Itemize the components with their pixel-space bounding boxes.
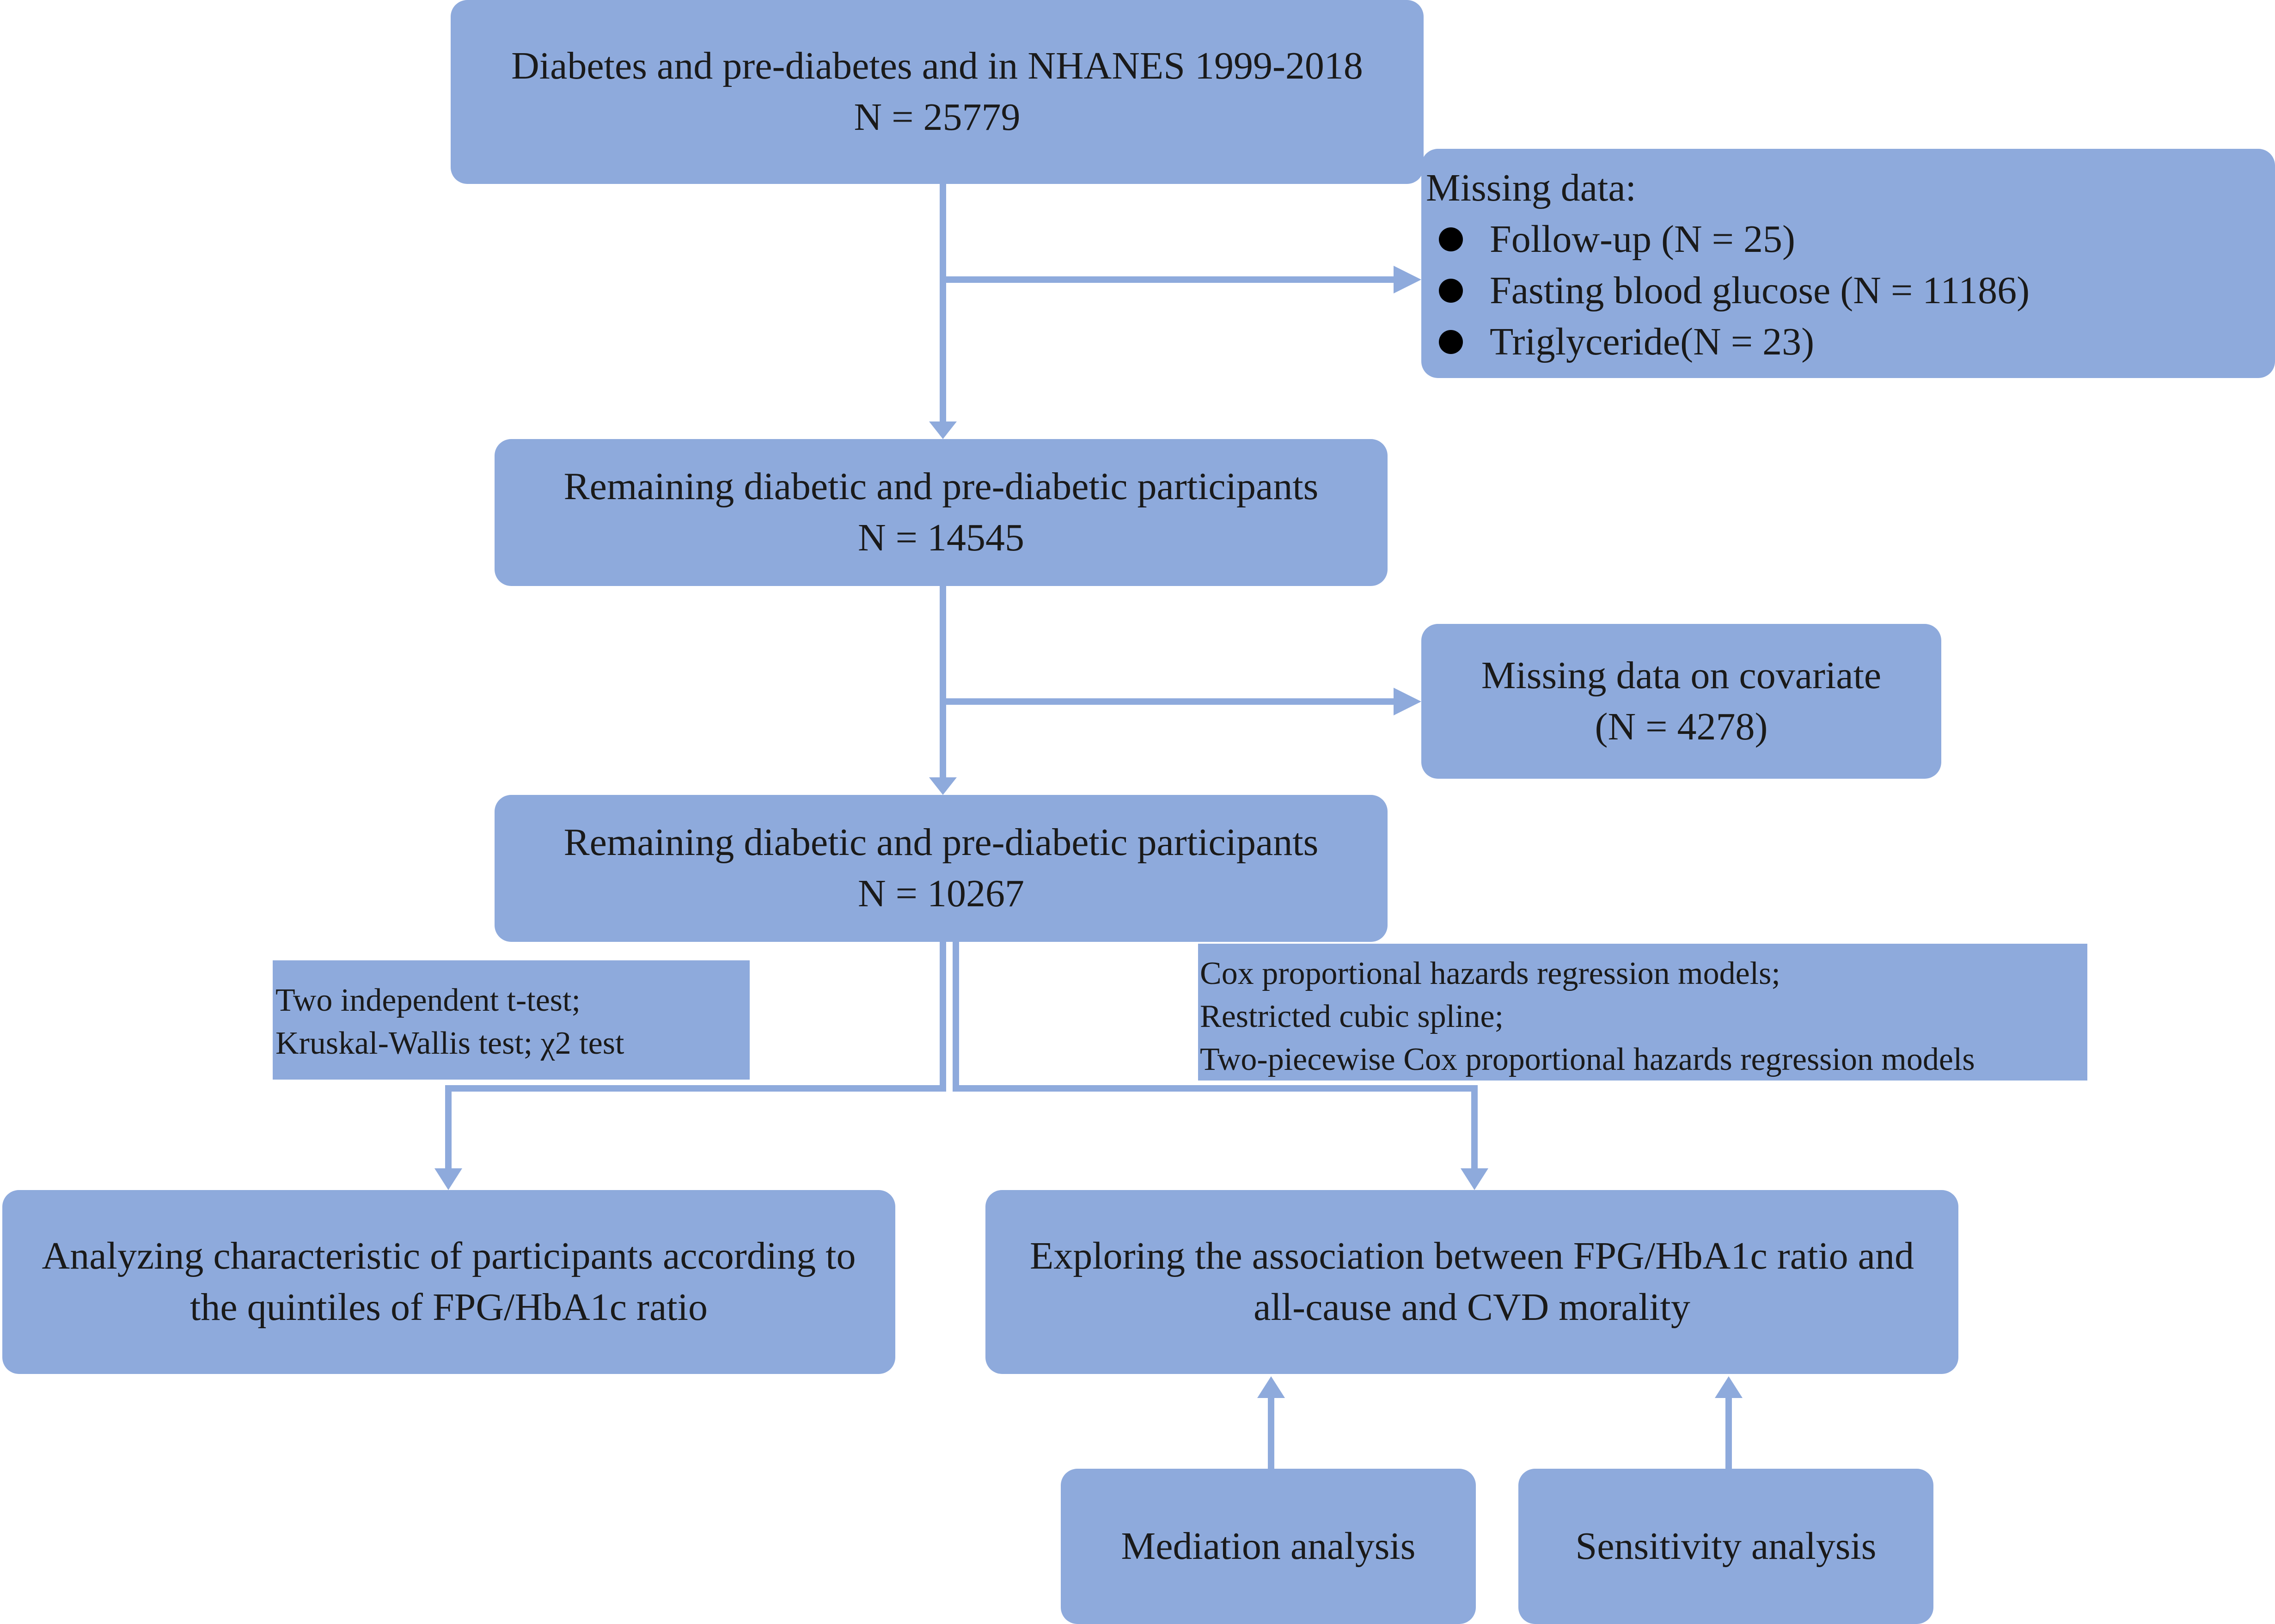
box-nhanes-cohort: Diabetes and pre-diabetes and in NHANES … xyxy=(451,0,1424,184)
characteristics-line: the quintiles of FPG/HbA1c ratio xyxy=(190,1286,708,1329)
note-cox-models-line: Two-piecewise Cox proportional hazards r… xyxy=(1200,1042,1975,1078)
association-line: Exploring the association between FPG/Hb… xyxy=(1030,1234,1914,1278)
association-line: all-cause and CVD morality xyxy=(1254,1286,1690,1329)
arrowhead-association xyxy=(1461,1168,1488,1190)
remaining-1-title: Remaining diabetic and pre-diabetic part… xyxy=(563,465,1319,508)
sensitivity-label: Sensitivity analysis xyxy=(1575,1524,1877,1568)
note-descriptive-tests-line: Two independent t-test; xyxy=(275,983,581,1018)
box-nhanes-cohort-count: N = 25779 xyxy=(854,96,1021,139)
box-nhanes-cohort-title: Diabetes and pre-diabetes and in NHANES … xyxy=(511,44,1363,88)
bullet-icon xyxy=(1439,279,1463,303)
mediation-label: Mediation analysis xyxy=(1121,1524,1416,1568)
missing-covariate-count: (N = 4278) xyxy=(1595,705,1768,748)
arrowhead-characteristics xyxy=(434,1168,462,1190)
arrowhead-remaining-1 xyxy=(929,421,957,439)
box-mediation-analysis: Mediation analysis xyxy=(1061,1469,1476,1624)
missing-data-item: Fasting blood glucose (N = 11186) xyxy=(1426,265,2030,317)
missing-data-item: Follow-up (N = 25) xyxy=(1426,214,1795,265)
missing-covariate-title: Missing data on covariate xyxy=(1481,653,1882,697)
arrowhead-remaining-2 xyxy=(929,777,957,795)
arrow-to-characteristics xyxy=(445,942,946,1178)
bullet-icon xyxy=(1439,330,1463,354)
missing-data-item: Triglyceride(N = 23) xyxy=(1426,317,1814,368)
missing-data-item-label: Triglyceride(N = 23) xyxy=(1490,320,1815,363)
box-missing-data: Missing data: Follow-up (N = 25) Fasting… xyxy=(1421,149,2275,378)
box-characteristics-analysis: Analyzing characteristic of participants… xyxy=(2,1190,895,1374)
remaining-2-title: Remaining diabetic and pre-diabetic part… xyxy=(563,821,1319,864)
box-remaining-participants-2: Remaining diabetic and pre-diabetic part… xyxy=(495,795,1388,942)
bullet-icon xyxy=(1439,227,1463,252)
note-descriptive-tests-line: Kruskal-Wallis test; χ2 test xyxy=(275,1026,624,1062)
remaining-2-count: N = 10267 xyxy=(857,872,1025,915)
arrowhead-sensitivity-up xyxy=(1715,1376,1743,1398)
box-missing-covariate: Missing data on covariate (N = 4278) xyxy=(1421,624,1941,779)
note-descriptive-tests: Two independent t-test; Kruskal-Wallis t… xyxy=(273,960,750,1080)
box-sensitivity-analysis: Sensitivity analysis xyxy=(1518,1469,1933,1624)
characteristics-line: Analyzing characteristic of participants… xyxy=(42,1234,856,1278)
arrowhead-missing-covariate xyxy=(1394,688,1421,715)
missing-data-item-label: Follow-up (N = 25) xyxy=(1490,217,1796,261)
note-cox-models-line: Cox proportional hazards regression mode… xyxy=(1200,956,1780,991)
box-remaining-participants-1: Remaining diabetic and pre-diabetic part… xyxy=(495,439,1388,586)
note-cox-models-line: Restricted cubic spline; xyxy=(1200,999,1504,1035)
remaining-1-count: N = 14545 xyxy=(857,516,1025,559)
arrow-to-association xyxy=(953,942,1478,1178)
arrowhead-mediation-up xyxy=(1257,1376,1285,1398)
box-association-analysis: Exploring the association between FPG/Hb… xyxy=(985,1190,1958,1374)
note-cox-models: Cox proportional hazards regression mode… xyxy=(1198,944,2087,1081)
missing-data-item-label: Fasting blood glucose (N = 11186) xyxy=(1490,269,2030,312)
missing-data-heading: Missing data: xyxy=(1426,166,1636,209)
arrowhead-missing-data xyxy=(1394,266,1421,293)
